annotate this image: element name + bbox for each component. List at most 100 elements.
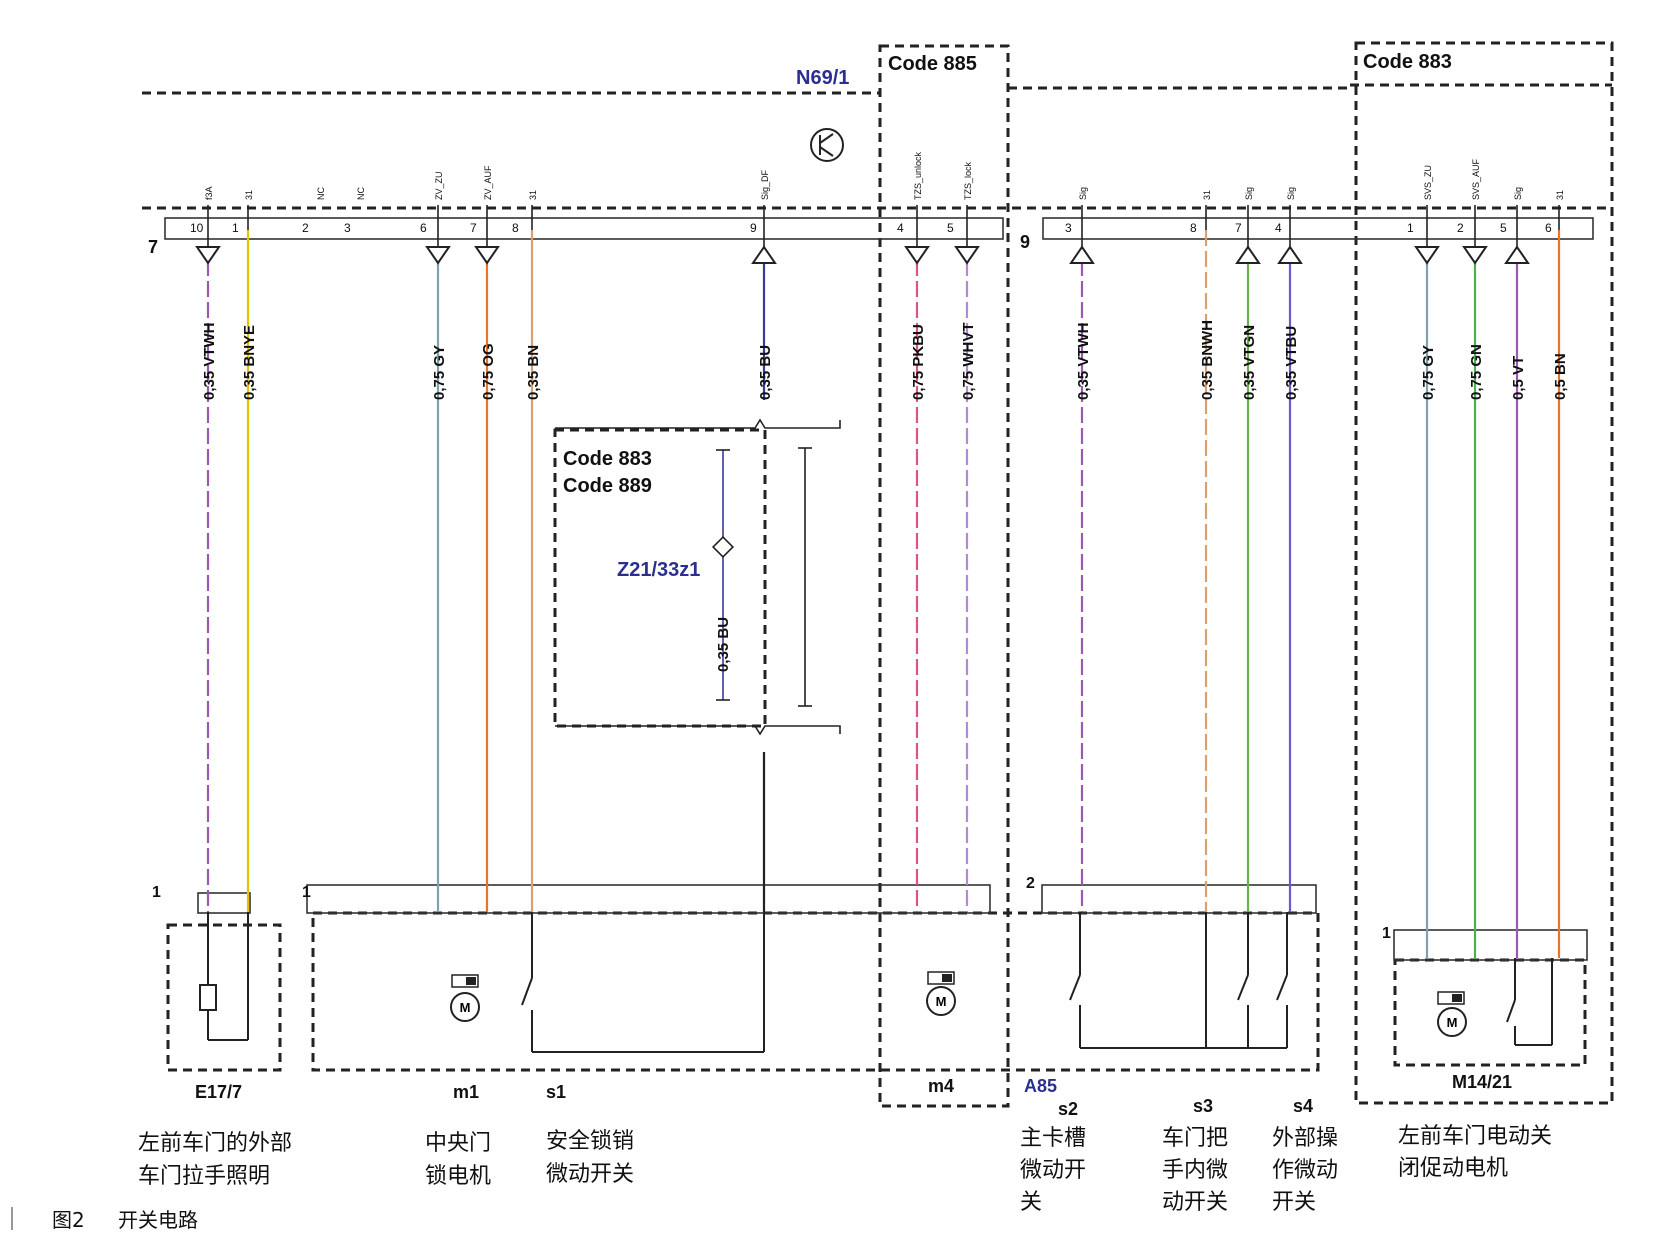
wire-label: 0,35 VTWH (201, 322, 218, 400)
module-boundaries (142, 41, 1614, 1108)
code883-label: Code 883 (1363, 51, 1452, 73)
pin-arrow (1235, 245, 1261, 264)
pin-number: 9 (750, 221, 757, 235)
pin-number: 7 (1235, 221, 1242, 235)
motor-m4-icon: M (926, 971, 956, 1016)
pin-signal: Sig (1078, 187, 1088, 200)
pin-arrow (904, 246, 930, 265)
desc-m1-1: 中央门 (425, 1131, 491, 1156)
splice-diamond (711, 535, 735, 559)
comp-m4: m4 (928, 1076, 954, 1096)
pin-arrow (1504, 245, 1530, 264)
svg-text:M: M (1447, 1015, 1458, 1030)
comp-a85: A85 (1024, 1076, 1057, 1096)
splice-label: Z21/33z1 (617, 559, 700, 581)
pin-arrow (1069, 245, 1095, 264)
comp-s3: s3 (1193, 1096, 1213, 1116)
desc-s2-1: 主卡槽 (1020, 1126, 1086, 1151)
desc-s1-1: 安全锁销 (546, 1129, 634, 1154)
wire-label: 0,75 GY (431, 345, 448, 400)
pin-number: 3 (344, 221, 351, 235)
pin-number: 2 (1457, 221, 1464, 235)
pin-number: 4 (1275, 221, 1282, 235)
pin-signal: 31 (1202, 190, 1212, 200)
pin-signal: Sig (1286, 187, 1296, 200)
desc-m1-2: 锁电机 (425, 1164, 491, 1189)
pin-signal: f3A (204, 186, 214, 200)
pin-signal: Sig_DF (760, 169, 770, 200)
wire-label: 0,5 BN (1552, 353, 1569, 400)
wire-label: 0,35 BN (525, 345, 542, 400)
pin-arrow (1462, 246, 1488, 265)
desc-s3-1: 车门把 (1162, 1126, 1228, 1151)
desc-s4-3: 开关 (1272, 1190, 1316, 1215)
wire-label: 0,35 BNYE (241, 325, 258, 400)
desc-s4-1: 外部操 (1272, 1126, 1338, 1151)
inset-wire-label: 0,35 BU (715, 617, 732, 672)
pin-number: 8 (1190, 221, 1197, 235)
pin-signal: 31 (244, 190, 254, 200)
desc-s2-3: 关 (1020, 1190, 1042, 1215)
inset-code-a: Code 883 (563, 448, 652, 470)
top-pin-labels: 10f3A1312NC3NC6ZV_ZU7ZV_AUF8319Sig_DF4TZ… (190, 151, 1565, 235)
comp-s1: s1 (546, 1082, 566, 1102)
pin-number: 8 (512, 221, 519, 235)
connector-bars (164, 217, 1594, 961)
pin-arrow (751, 245, 777, 264)
pin-arrow (425, 246, 451, 265)
pin-number: 3 (1065, 221, 1072, 235)
pin-signal: ZV_AUF (483, 165, 493, 200)
pin-signal: Sig (1513, 187, 1523, 200)
connector-m14-num: 1 (1382, 925, 1391, 942)
caption-title: 开关电路 (118, 1208, 198, 1232)
wire-label: 0,75 PKBU (910, 324, 927, 400)
pin-signal: NC (316, 187, 326, 200)
lamp-icon (199, 912, 249, 1041)
pin-number: 5 (1500, 221, 1507, 235)
desc-m14-1: 左前车门电动关 (1398, 1124, 1552, 1149)
pin-number: 10 (190, 221, 204, 235)
pin-number: 6 (420, 221, 427, 235)
pin-signal: NC (356, 187, 366, 200)
pin-arrow (1414, 246, 1440, 265)
wire-group: 0,35 VTWH 0,35 BNYE 0,75 GY 0,75 OG 0,35 BN 0… (195, 205, 1569, 958)
pin-arrow (1277, 245, 1303, 264)
comp-e17: E17/7 (195, 1082, 242, 1102)
connector-e17-num: 1 (152, 884, 161, 901)
wire-label: 0,75 OG (480, 343, 497, 400)
module-label: N69/1 (796, 67, 849, 89)
desc-s1-2: 微动开关 (546, 1162, 634, 1187)
motor-m14-icon: M (1437, 991, 1467, 1037)
pin-signal: TZS_lock (963, 161, 973, 200)
desc-s3-3: 动开关 (1162, 1190, 1228, 1215)
pin-signal: TZS_unlock (913, 151, 923, 200)
wire-label: 0,75 GN (1468, 344, 1485, 400)
inset-code-b: Code 889 (563, 475, 652, 497)
transistor-icon (810, 128, 844, 162)
desc-s4-2: 作微动 (1272, 1158, 1338, 1183)
pin-number: 6 (1545, 221, 1552, 235)
wire-label: 0,5 VT (1510, 356, 1527, 400)
wire-label: 0,35 VTBU (1283, 326, 1300, 400)
svg-text:M: M (936, 994, 947, 1009)
connector-right-num: 9 (1020, 232, 1030, 252)
desc-e17-2: 车门拉手照明 (138, 1164, 270, 1189)
pin-arrow (954, 246, 980, 265)
desc-s3-2: 手内微 (1162, 1158, 1228, 1183)
switches (521, 912, 1553, 1053)
pin-number: 1 (232, 221, 239, 235)
wire-label: 0,35 BNWH (1199, 320, 1216, 400)
desc-e17-1: 左前车门的外部 (138, 1131, 292, 1156)
connector-a85-num: 2 (1026, 875, 1035, 892)
pin-signal: Sig (1244, 187, 1254, 200)
comp-m14: M14/21 (1452, 1072, 1512, 1092)
pin-number: 4 (897, 221, 904, 235)
pin-signal: 31 (528, 190, 538, 200)
pin-number: 1 (1407, 221, 1414, 235)
wire-label: 0,35 VTWH (1075, 322, 1092, 400)
pin-arrow (195, 246, 221, 265)
wire-label: 0,35 BU (757, 345, 774, 400)
caption-fig: 图2 (52, 1208, 85, 1232)
comp-s2: s2 (1058, 1099, 1078, 1119)
